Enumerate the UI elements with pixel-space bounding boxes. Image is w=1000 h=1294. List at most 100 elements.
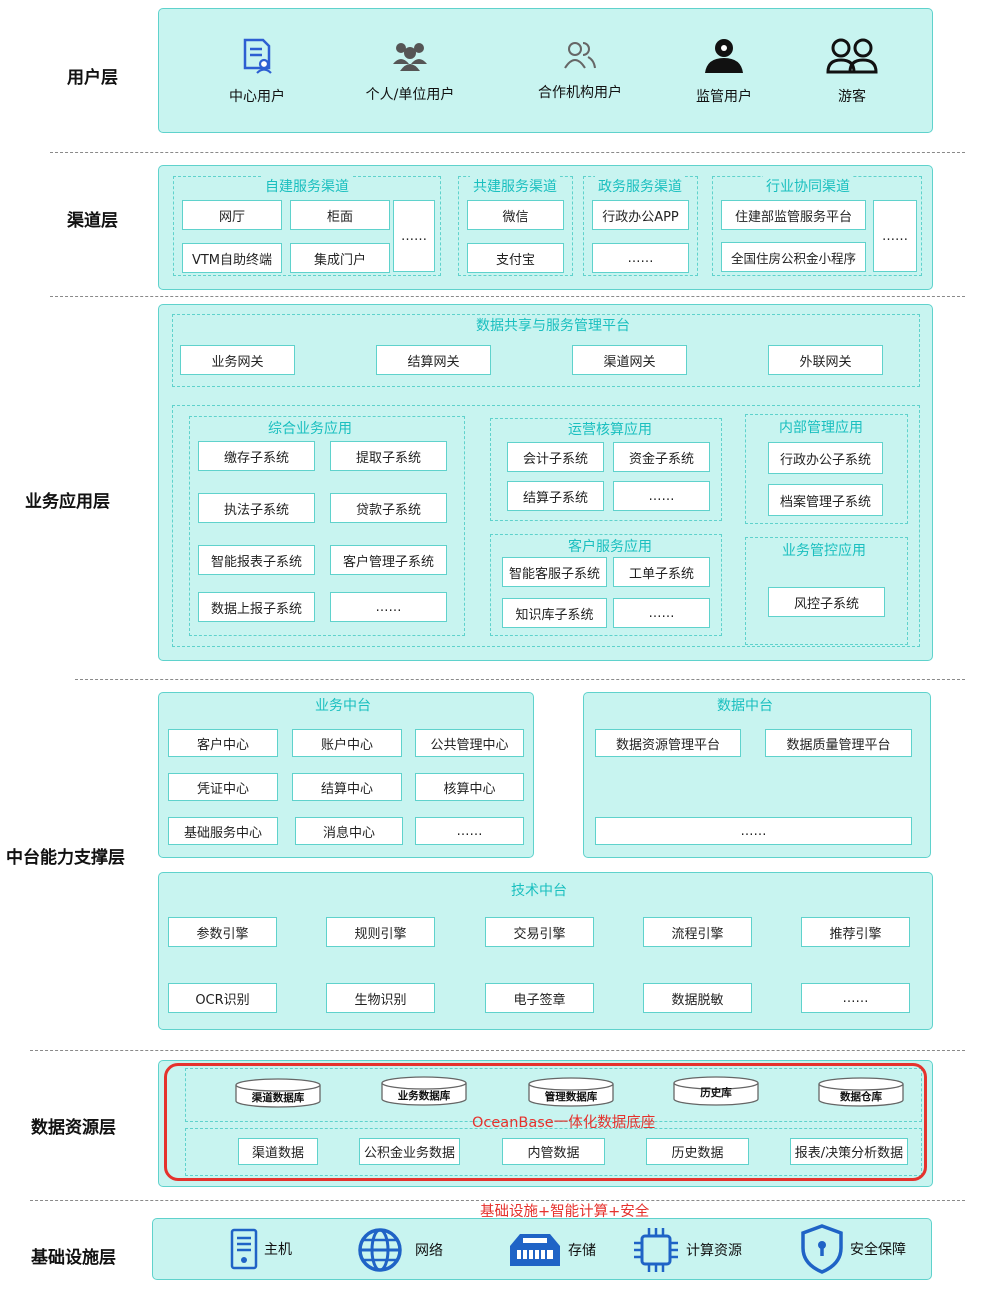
app-item[interactable]: 数据上报子系统 (198, 592, 315, 622)
app-item[interactable]: 缴存子系统 (198, 441, 315, 471)
middle-item-more[interactable]: …… (415, 817, 524, 845)
app-item[interactable]: 风控子系统 (768, 587, 885, 617)
user-label: 个人/单位用户 (365, 87, 455, 103)
middle-item[interactable]: 客户中心 (168, 729, 278, 757)
middle-item-more[interactable]: …… (595, 817, 912, 845)
tech-item[interactable]: 数据脱敏 (643, 983, 752, 1013)
tech-item[interactable]: 推荐引擎 (801, 917, 910, 947)
gateway-item[interactable]: 业务网关 (180, 345, 295, 375)
channel-item[interactable]: 微信 (467, 200, 564, 230)
tech-item[interactable]: 电子签章 (485, 983, 594, 1013)
app-item[interactable]: 资金子系统 (613, 442, 710, 472)
group-title: 数据共享与服务管理平台 (473, 315, 633, 335)
app-item[interactable]: 知识库子系统 (502, 598, 607, 628)
infra-compute[interactable]: 计算资源 (632, 1226, 742, 1274)
user-partner[interactable]: 合作机构用户 (525, 40, 635, 102)
database-label: 管理数据库 (544, 1091, 598, 1103)
middle-item[interactable]: 数据质量管理平台 (765, 729, 912, 757)
app-item[interactable]: 行政办公子系统 (768, 442, 883, 474)
database-channel[interactable]: 渠道数据库 (234, 1078, 322, 1108)
app-item[interactable]: 会计子系统 (507, 442, 604, 472)
tech-item[interactable]: 流程引擎 (643, 917, 752, 947)
tech-item[interactable]: 交易引擎 (485, 917, 594, 947)
app-item[interactable]: 智能报表子系统 (198, 545, 315, 575)
app-item[interactable]: 客户管理子系统 (330, 545, 447, 575)
integrated-app-group (189, 416, 465, 636)
channel-item[interactable]: 住建部监管服务平台 (721, 200, 866, 230)
user-guest[interactable]: 游客 (797, 38, 907, 106)
channel-item[interactable]: 网厅 (182, 200, 282, 230)
user-label: 合作机构用户 (538, 85, 622, 101)
channel-item[interactable]: 柜面 (290, 200, 390, 230)
user-label: 游客 (838, 89, 866, 105)
data-item[interactable]: 历史数据 (646, 1138, 749, 1165)
group-title: 行业协同渠道 (763, 176, 853, 196)
database-cylinder-icon (818, 1077, 904, 1107)
app-item[interactable]: 结算子系统 (507, 481, 604, 511)
database-warehouse[interactable]: 数据仓库 (817, 1077, 905, 1107)
app-item[interactable]: 贷款子系统 (330, 493, 447, 523)
middle-item[interactable]: 核算中心 (415, 773, 524, 801)
middle-item[interactable]: 基础服务中心 (168, 817, 278, 845)
infra-storage[interactable]: 存储 (508, 1232, 596, 1268)
data-item[interactable]: 报表/决策分析数据 (790, 1138, 908, 1165)
app-item[interactable]: 档案管理子系统 (768, 484, 883, 516)
gateway-item[interactable]: 外联网关 (768, 345, 883, 375)
infra-host[interactable]: 主机 (230, 1228, 292, 1270)
channel-item[interactable]: 行政办公APP (592, 200, 689, 230)
database-cylinder-icon (673, 1076, 759, 1106)
channel-item-more[interactable]: …… (592, 243, 689, 273)
layer-label-infra: 基础设施层 (31, 1248, 116, 1268)
data-item[interactable]: 公积金业务数据 (359, 1138, 460, 1165)
group-title: 共建服务渠道 (470, 176, 560, 196)
user-layer-panel (158, 8, 933, 133)
layer-label-middle: 中台能力支撑层 (6, 848, 125, 868)
database-business[interactable]: 业务数据库 (380, 1076, 468, 1106)
user-center[interactable]: 中心用户 (202, 38, 312, 106)
infra-security[interactable]: 安全保障 (800, 1223, 906, 1275)
user-supervisor[interactable]: 监管用户 (669, 38, 779, 106)
app-item[interactable]: 提取子系统 (330, 441, 447, 471)
channel-item[interactable]: 全国住房公积金小程序 (721, 242, 866, 272)
middle-item[interactable]: 账户中心 (292, 729, 402, 757)
user-personal[interactable]: 个人/单位用户 (355, 40, 465, 104)
app-item-more[interactable]: …… (330, 592, 447, 622)
app-item[interactable]: 智能客服子系统 (502, 557, 607, 587)
middle-item[interactable]: 凭证中心 (168, 773, 278, 801)
infra-label: 安全保障 (850, 1242, 906, 1258)
control-app-group (745, 537, 908, 645)
tech-item-more[interactable]: …… (801, 983, 910, 1013)
infra-network[interactable]: 网络 (357, 1227, 443, 1273)
app-item[interactable]: 工单子系统 (613, 557, 710, 587)
shield-icon (801, 1224, 843, 1274)
infra-label: 计算资源 (686, 1243, 742, 1259)
middle-item[interactable]: 结算中心 (292, 773, 402, 801)
group-title: 政务服务渠道 (595, 176, 685, 196)
channel-item-more[interactable]: …… (393, 200, 435, 272)
channel-item[interactable]: 支付宝 (467, 243, 564, 273)
gateway-item[interactable]: 渠道网关 (572, 345, 687, 375)
app-item[interactable]: 执法子系统 (198, 493, 315, 523)
database-history[interactable]: 历史库 (672, 1076, 760, 1106)
infra-label: 存储 (568, 1243, 596, 1259)
database-label: 历史库 (700, 1087, 732, 1099)
tech-item[interactable]: OCR识别 (168, 983, 277, 1013)
group-title: 数据中台 (717, 698, 773, 714)
middle-item[interactable]: 公共管理中心 (415, 729, 524, 757)
gateway-item[interactable]: 结算网关 (376, 345, 491, 375)
separator (30, 1200, 965, 1201)
tech-item[interactable]: 生物识别 (326, 983, 435, 1013)
tech-item[interactable]: 参数引擎 (168, 917, 277, 947)
data-item[interactable]: 内管数据 (502, 1138, 605, 1165)
middle-item[interactable]: 数据资源管理平台 (595, 729, 741, 757)
channel-item[interactable]: 集成门户 (290, 243, 390, 273)
platform-group (172, 314, 920, 387)
channel-item[interactable]: VTM自助终端 (182, 243, 282, 273)
middle-item[interactable]: 消息中心 (295, 817, 403, 845)
data-item[interactable]: 渠道数据 (238, 1138, 318, 1165)
tech-item[interactable]: 规则引擎 (326, 917, 435, 947)
app-item-more[interactable]: …… (613, 481, 710, 511)
database-management[interactable]: 管理数据库 (527, 1077, 615, 1107)
channel-item-more[interactable]: …… (873, 200, 917, 272)
app-item-more[interactable]: …… (613, 598, 710, 628)
